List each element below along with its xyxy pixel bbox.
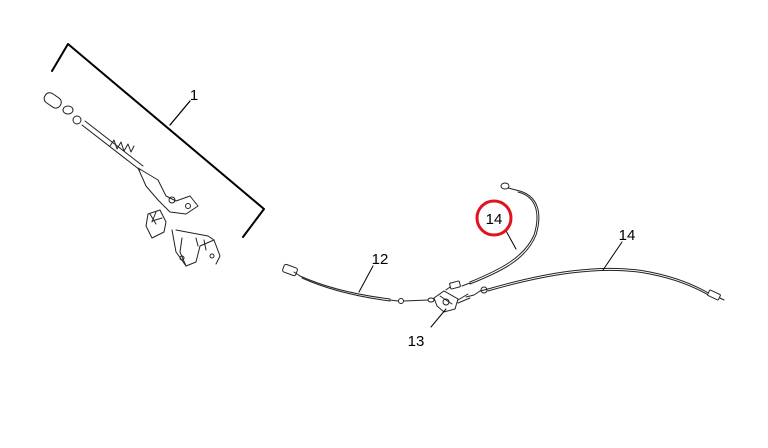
callout-12: 12 xyxy=(372,251,389,268)
rear-cable-upper xyxy=(445,182,540,291)
equalizer xyxy=(433,290,471,313)
leader-lines xyxy=(169,100,623,328)
rear-cable-right xyxy=(465,267,725,301)
highlight-ring xyxy=(475,199,513,237)
callout-1: 1 xyxy=(190,87,198,104)
lever-assembly-bracket-line xyxy=(51,43,265,238)
callout-14-highlight[interactable]: 14 xyxy=(475,199,513,237)
callout-13: 13 xyxy=(408,333,425,350)
front-cable xyxy=(282,263,435,304)
callout-14-highlight-label: 14 xyxy=(486,211,503,228)
callout-14-right: 14 xyxy=(619,227,636,244)
lever-assembly xyxy=(43,92,221,267)
